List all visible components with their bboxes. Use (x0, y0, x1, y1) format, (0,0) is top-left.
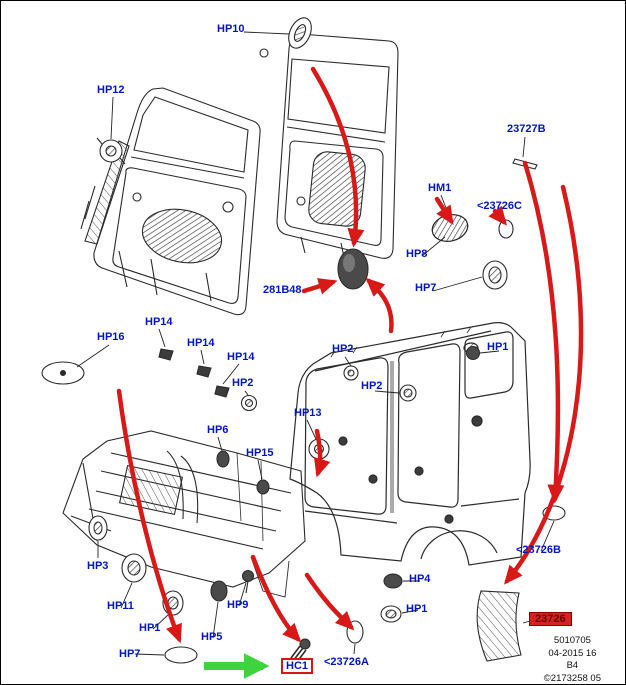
plug-hp5 (210, 580, 228, 602)
hp10-part (259, 17, 312, 58)
arrow-hp2-to-grommet (365, 277, 394, 334)
arrow-to-23726a (304, 572, 355, 631)
body-side-art (289, 322, 531, 566)
screw-hc1 (290, 638, 311, 663)
footer-date: 04-2015 16 (548, 647, 597, 659)
plug-hp9 (241, 569, 255, 594)
arrow-281b48 (301, 278, 338, 295)
leader-lines (76, 31, 555, 656)
arrow-to-hc1 (250, 554, 302, 643)
hp12-part (96, 137, 126, 165)
arrow-to-mudflap (503, 184, 584, 585)
mudflap (476, 590, 522, 662)
small-parts (41, 158, 566, 664)
grommet-hp4 (383, 573, 403, 589)
floor-pan-art (62, 430, 306, 598)
plug-hp6 (216, 450, 230, 468)
arrow-to-23726b (522, 160, 565, 504)
arrow-hp13-down (313, 428, 331, 478)
arrow-hp16-to-hp7 (116, 388, 182, 644)
arrow-hm1 (434, 196, 454, 225)
oval-hp7-bottom (164, 646, 198, 664)
footer-sheet: B4 (566, 660, 579, 672)
grommet-hp1-right (465, 345, 481, 361)
arrow-door-to-grommet (310, 66, 365, 248)
arrow-23726c (488, 205, 507, 226)
footer-doc-number: 5010705 (553, 634, 591, 646)
front-door-art (80, 87, 261, 316)
rear-door-art (276, 33, 399, 259)
clip-hp14-1 (158, 348, 174, 361)
red-arrows (116, 66, 584, 644)
clip-hp14-2 (196, 365, 212, 378)
clip-hp14-3 (214, 385, 230, 398)
plug-hp15 (256, 479, 270, 495)
footer-block: 5010705 04-2015 16 B4 ©2173258 05 (543, 634, 601, 685)
footer-copyright: ©2173258 05 (543, 673, 601, 685)
